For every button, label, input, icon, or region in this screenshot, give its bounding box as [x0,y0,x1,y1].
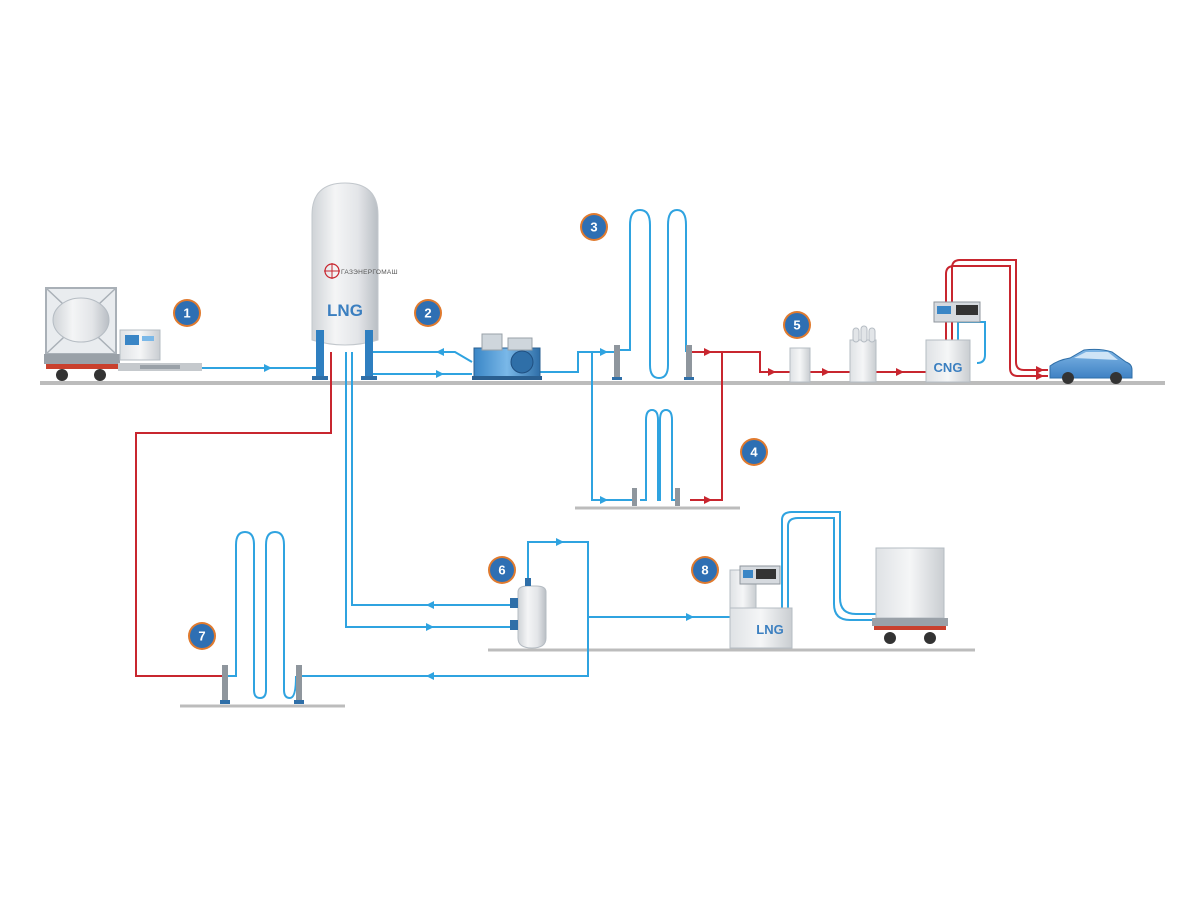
cng-to-car-line-1 [951,259,1048,371]
flow-arrow [686,613,694,621]
vaporizer-3-to-cng-line [690,351,723,501]
flow-arrow [1036,366,1044,374]
flow-arrow [768,368,776,376]
vaporizer-4-coil [640,408,675,501]
cng-dispenser-label: CNG [934,360,963,375]
tank-to-pump-upper-line [368,351,473,363]
cng-dispenser: CNG [925,301,981,383]
badge-number: 1 [183,306,190,321]
lng-trailer [44,287,120,381]
cold-lng-piping [200,208,986,700]
flow-arrow [426,672,434,680]
step-badge-8: 8 [691,556,719,584]
badge-fill [416,301,440,325]
tank-to-vessel-upper-line [351,352,512,606]
flow-arrow [556,538,564,546]
badge-fill [582,215,606,239]
tank-brand-text: ГАЗЭНЕРГОМАШ [341,269,398,276]
vaporizer-7-supports [220,665,304,704]
lng-storage-tank: ГАЗЭНЕРГОМАШ LNG [311,182,398,380]
warm-cng-piping [135,259,1048,677]
lng-dispenser-hose-1 [781,511,878,615]
saturation-vessel [510,578,547,649]
flow-arrow [1036,372,1044,380]
badge-fill [175,301,199,325]
flow-arrow [704,348,712,356]
flow-arrow [436,370,444,378]
cng-main-line [722,351,930,373]
unloading-station [118,329,202,371]
vaporizer-3-coil [620,208,687,380]
cng-to-car-line-2 [945,265,1048,377]
badge-fill [742,440,766,464]
flow-arrow [426,601,434,609]
flow-arrow [896,368,904,376]
badge-number: 4 [750,445,758,460]
flow-arrow [600,348,608,356]
branch-to-vaporizer-4-line [591,352,632,501]
cng-treatment-units [789,325,877,383]
badge-fill [190,624,214,648]
badge-number: 8 [701,563,708,578]
flow-arrow [822,368,830,376]
vaporizer-3-supports [612,345,694,380]
ground-lines [40,381,1165,708]
lng-tank-label: LNG [327,301,363,320]
lng-dispenser-label: LNG [756,622,783,637]
lng-truck [872,547,948,644]
step-badge-2: 2 [414,299,442,327]
cng-dispenser-hose-1 [957,321,986,364]
flow-arrow [704,496,712,504]
tank-return-red-line [135,352,332,677]
step-badges: 1 2 3 4 5 6 7 8 [173,213,811,650]
lng-dispenser-hose-2 [787,517,878,621]
flow-arrow [264,364,272,372]
badge-number: 7 [198,629,205,644]
flow-arrows [264,348,1044,680]
badge-number: 2 [424,306,431,321]
vaporizer-7-coil [228,530,297,700]
badge-number: 6 [498,563,505,578]
badge-fill [785,313,809,337]
flow-arrow [600,496,608,504]
badge-fill [693,558,717,582]
badge-number: 3 [590,220,597,235]
flow-arrow [436,348,444,356]
pump-to-vaporizer-3-line [540,351,616,373]
vaporizer-4-supports [632,488,680,506]
vessel-top-loop-line [300,541,589,677]
step-badge-7: 7 [188,622,216,650]
tank-to-vessel-lower-line [345,352,512,628]
lng-dispenser: LNG [729,565,793,649]
step-badge-5: 5 [783,311,811,339]
badge-number: 5 [793,318,800,333]
cng-car [1049,348,1133,384]
step-badge-3: 3 [580,213,608,241]
step-badge-1: 1 [173,299,201,327]
step-badge-4: 4 [740,438,768,466]
step-badge-6: 6 [488,556,516,584]
cryogenic-pump-unit [472,333,542,380]
flow-arrow [426,623,434,631]
badge-fill [490,558,514,582]
